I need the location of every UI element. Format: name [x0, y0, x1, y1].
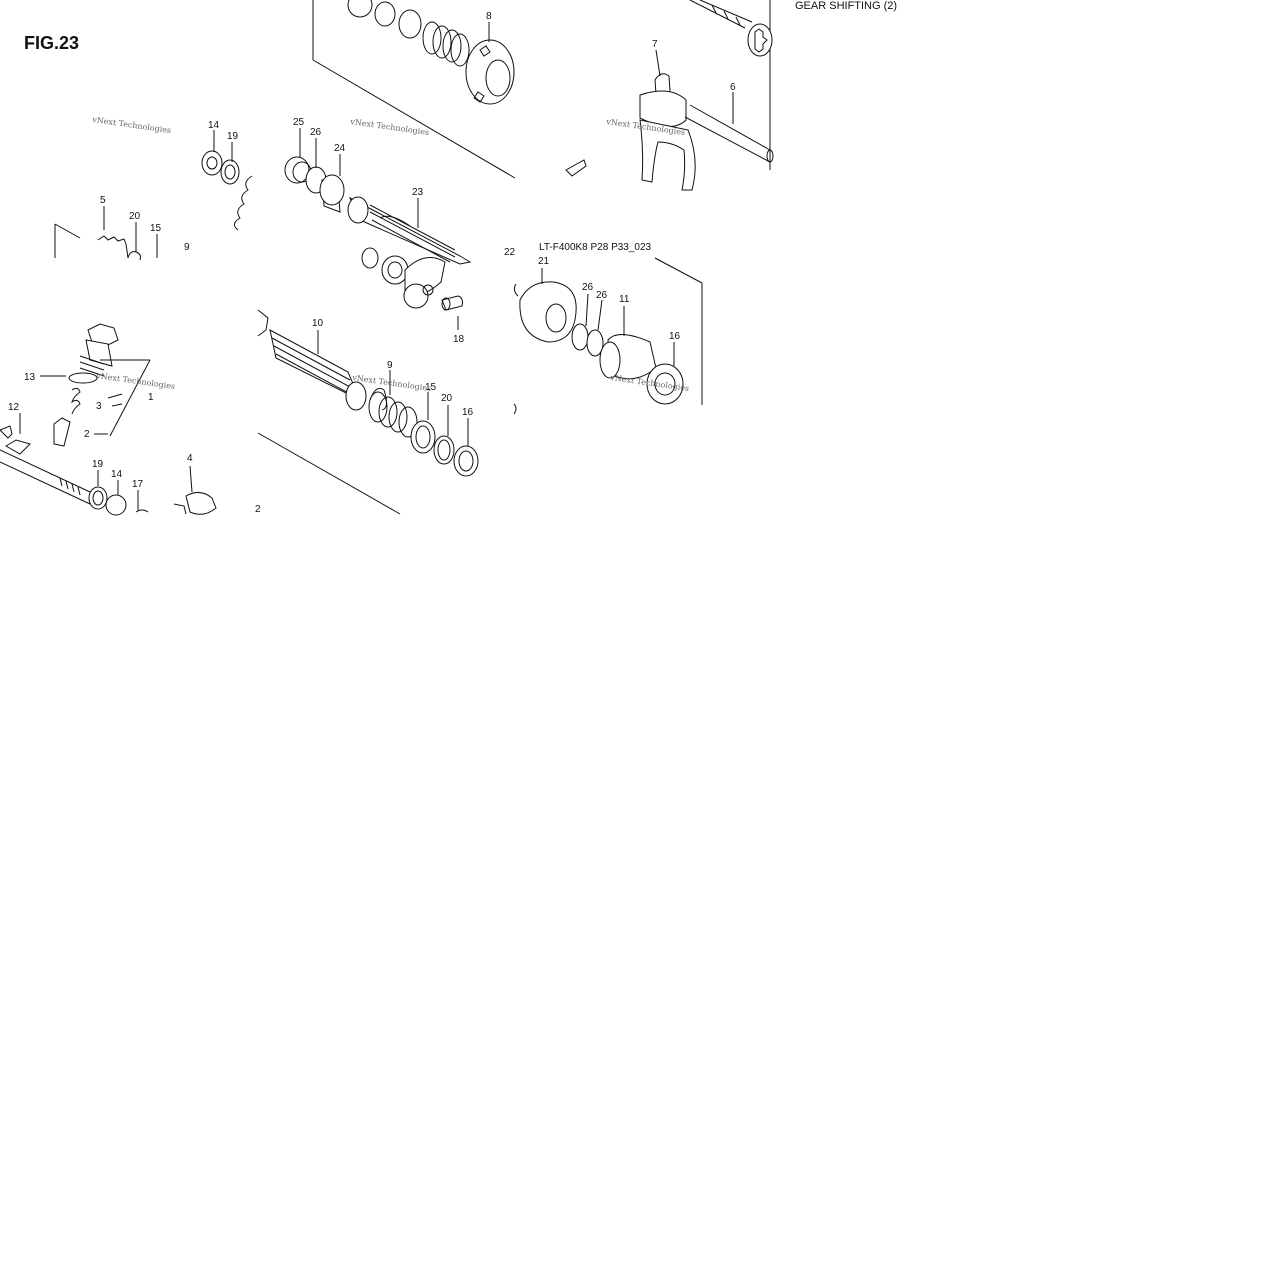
- callout-23: 23: [412, 187, 424, 198]
- callout-19: 19: [227, 131, 239, 142]
- callout-11: 11: [619, 294, 630, 305]
- callout-18: 18: [453, 334, 465, 345]
- gearshift-shaft-assembly: [0, 425, 217, 516]
- lower-shaft-assembly: [257, 309, 517, 477]
- callout-12: 12: [8, 402, 20, 413]
- detent-bolt-assembly: [53, 323, 151, 447]
- callout-6: 6: [730, 82, 736, 93]
- figure-label: FIG.23: [24, 33, 80, 53]
- callout-2-lower: 2: [255, 504, 261, 515]
- panel-border-line: [257, 432, 401, 515]
- leader-lines: [19, 22, 734, 510]
- callout-7: 7: [652, 39, 658, 50]
- callout-5: 5: [100, 195, 106, 206]
- shift-drum-assembly: [284, 156, 472, 311]
- shift-fork-assembly: [565, 0, 774, 191]
- callout-9-lower: 9: [387, 360, 393, 371]
- callout-10: 10: [312, 318, 324, 329]
- callout-16-lower: 16: [462, 407, 474, 418]
- callout-20: 20: [129, 211, 141, 222]
- callout-17: 17: [132, 479, 144, 490]
- callout-15: 15: [150, 223, 162, 234]
- callout-26-right-a: 26: [582, 282, 594, 293]
- panel-border-line: [654, 257, 703, 284]
- callout-1: 1: [148, 392, 154, 403]
- left-washers: [97, 150, 253, 261]
- callout-15-lower: 15: [425, 382, 437, 393]
- callout-9: 9: [184, 242, 190, 253]
- callout-2: 2: [84, 429, 90, 440]
- callout-14-lower: 14: [111, 469, 123, 480]
- callout-26: 26: [310, 127, 322, 138]
- panel-border-line: [312, 59, 516, 179]
- top-gear-assembly: [347, 0, 515, 105]
- callout-19-lower: 19: [92, 459, 104, 470]
- callout-25: 25: [293, 117, 305, 128]
- watermark: vNext Technologies: [91, 115, 172, 135]
- callout-16-right: 16: [669, 331, 681, 342]
- section-title: GEAR SHIFTING (2): [795, 0, 898, 12]
- callout-22: 22: [504, 247, 516, 258]
- callout-numbers: 8 7 6 14 19 25 26 24 23 5 20 15 9 22 18 …: [8, 11, 736, 515]
- callout-14: 14: [208, 120, 220, 131]
- callout-26-right-b: 26: [596, 290, 608, 301]
- watermark: vNext Technologies: [349, 117, 430, 137]
- subassembly-code: LT-F400K8 P28 P33_023: [539, 242, 652, 253]
- right-subassembly: [513, 281, 684, 405]
- callout-8: 8: [486, 11, 492, 22]
- panel-border-line: [54, 223, 81, 239]
- callout-24: 24: [334, 143, 346, 154]
- callout-4: 4: [187, 453, 193, 464]
- callout-3: 3: [96, 401, 102, 412]
- callout-13: 13: [24, 372, 36, 383]
- callout-20-lower: 20: [441, 393, 453, 404]
- callout-21: 21: [538, 256, 550, 267]
